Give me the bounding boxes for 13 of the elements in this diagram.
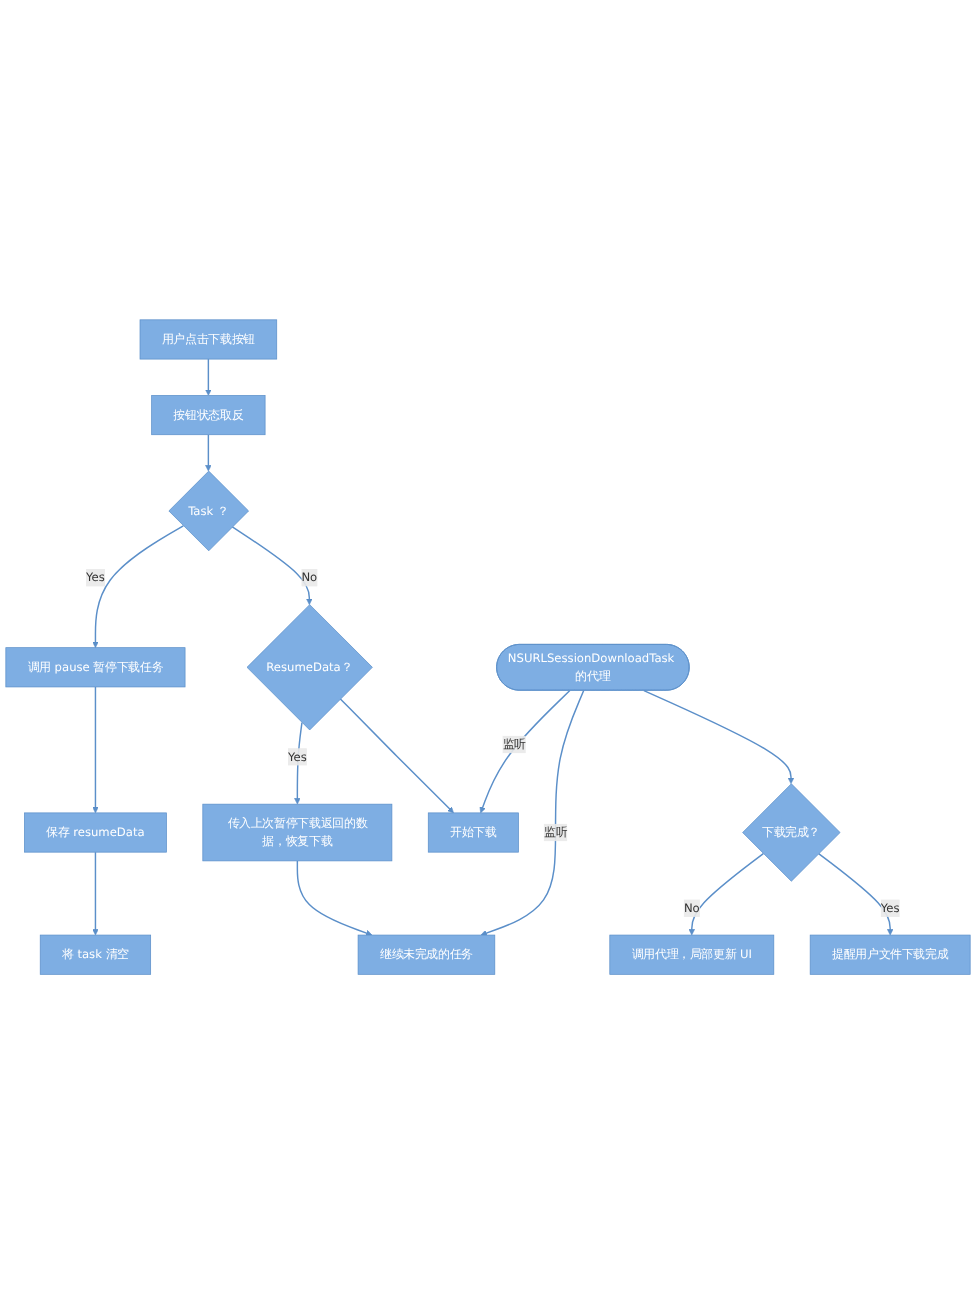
arrow xyxy=(688,852,765,936)
arrow xyxy=(92,686,99,814)
arrow xyxy=(817,852,894,936)
arrow xyxy=(205,358,212,396)
arrow xyxy=(92,524,185,648)
arrow xyxy=(231,526,313,605)
arrow xyxy=(205,433,212,472)
arrow xyxy=(479,689,571,814)
arrow xyxy=(339,698,454,814)
arrow xyxy=(92,851,99,936)
arrow xyxy=(480,689,585,937)
arrow xyxy=(296,860,373,937)
arrow xyxy=(643,689,795,784)
